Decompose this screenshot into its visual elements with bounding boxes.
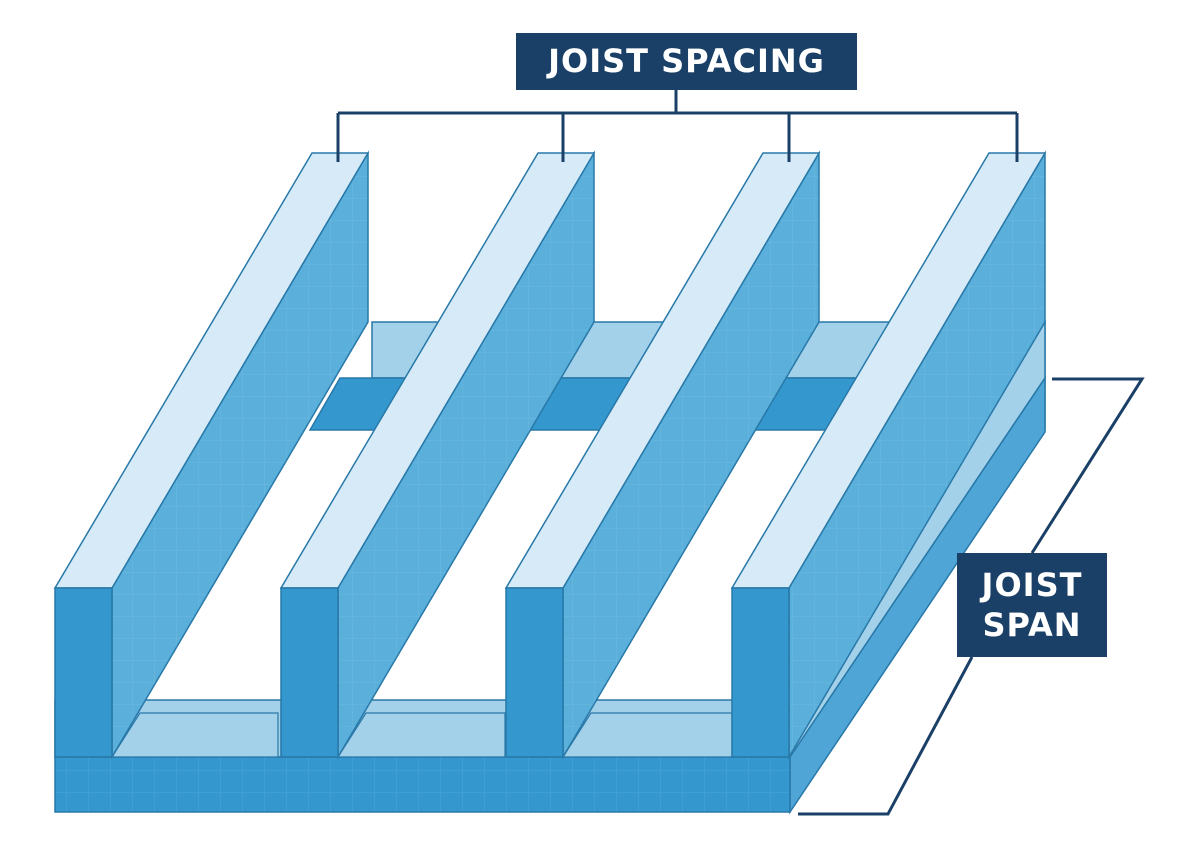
joist-span-leader <box>798 377 1145 816</box>
joist-3 <box>504 150 821 760</box>
joist-1 <box>53 150 370 760</box>
joist-span-label-line1: JOIST <box>981 566 1083 604</box>
joist-2 <box>279 150 596 760</box>
joist-span-label-line2: SPAN <box>982 606 1082 644</box>
joist-spacing-label: JOIST SPACING <box>516 33 857 90</box>
joist-span-label: JOIST SPAN <box>957 553 1107 657</box>
joist-4 <box>730 150 1047 760</box>
joist-spacing-leader <box>336 90 1019 162</box>
base-board <box>54 319 1046 815</box>
